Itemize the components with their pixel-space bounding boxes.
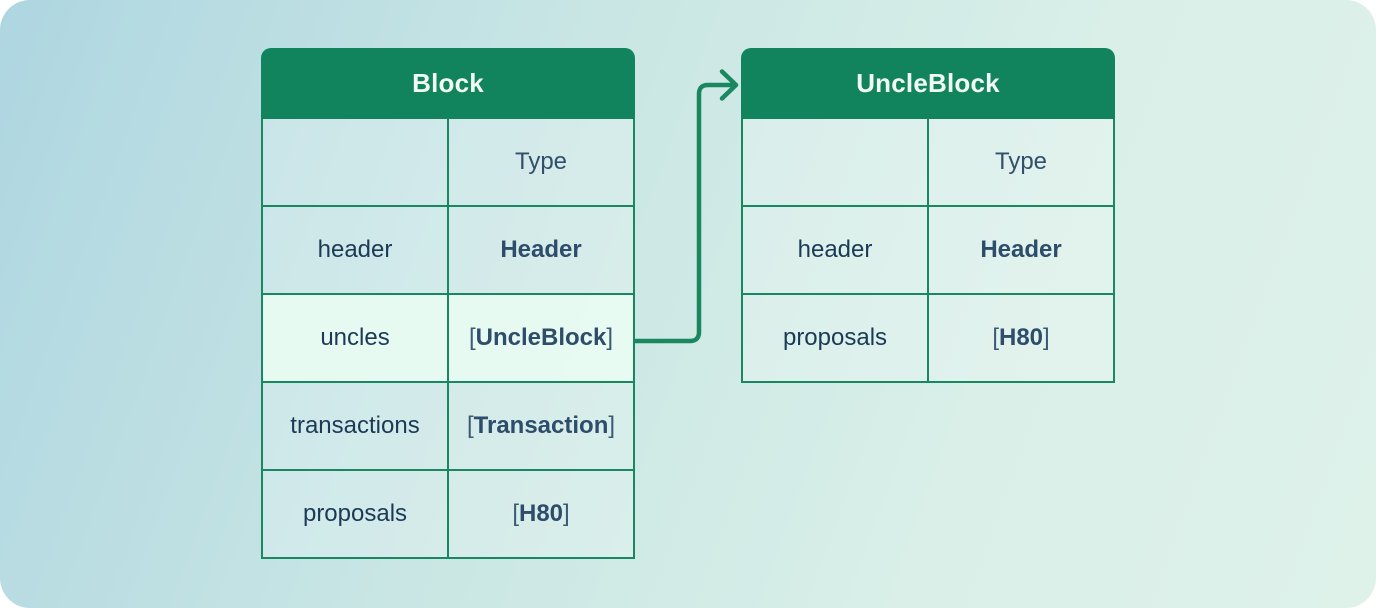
field-type: Header — [449, 207, 633, 293]
bracket-open: [ — [468, 324, 476, 351]
table-row: proposals [H80] — [263, 469, 633, 557]
type-name: Header — [500, 236, 582, 263]
table-uncleblock: UncleBlock Type header Header proposals … — [741, 48, 1115, 383]
field-name: proposals — [743, 295, 929, 381]
type-column-header: Type — [514, 148, 568, 175]
table-row: proposals [H80] — [743, 293, 1113, 381]
field-name: transactions — [263, 383, 449, 469]
table-row: header Header — [263, 205, 633, 293]
arrow-line — [634, 82, 734, 344]
table-uncleblock-title: UncleBlock — [741, 48, 1115, 119]
table-row: transactions [Transaction] — [263, 381, 633, 469]
table-row: Type — [263, 119, 633, 205]
field-type: [UncleBlock] — [449, 295, 633, 381]
type-name: UncleBlock — [475, 324, 607, 351]
type-row-empty-cell — [263, 119, 449, 205]
type-name: H80 — [518, 500, 564, 527]
bracket-close: ] — [1043, 324, 1050, 351]
field-type: Header — [929, 207, 1113, 293]
field-type: [H80] — [929, 295, 1113, 381]
type-row-empty-cell — [743, 119, 929, 205]
field-name: header — [743, 207, 929, 293]
table-row: Type — [743, 119, 1113, 205]
bracket-open: [ — [466, 412, 474, 439]
field-name: header — [263, 207, 449, 293]
type-name: Transaction — [473, 412, 609, 439]
bracket-open: [ — [992, 324, 999, 351]
bracket-close: ] — [608, 412, 616, 439]
table-block: Block Type header Header uncles [UncleBl… — [261, 48, 635, 559]
bracket-open: [ — [512, 500, 519, 527]
bracket-close: ] — [606, 324, 614, 351]
type-column-header: Type — [994, 148, 1048, 175]
table-uncleblock-body: Type header Header proposals [H80] — [741, 119, 1115, 383]
field-name: proposals — [263, 471, 449, 557]
field-type: [Transaction] — [449, 383, 633, 469]
arrow-head-icon — [719, 69, 739, 101]
table-row: header Header — [743, 205, 1113, 293]
field-name: uncles — [263, 295, 449, 381]
bracket-close: ] — [563, 500, 570, 527]
table-block-body: Type header Header uncles [UncleBlock] t… — [261, 119, 635, 559]
type-name: H80 — [998, 324, 1044, 351]
table-row-uncles-highlighted: uncles [UncleBlock] — [263, 293, 633, 381]
field-type: [H80] — [449, 471, 633, 557]
table-block-title: Block — [261, 48, 635, 119]
type-name: Header — [980, 236, 1062, 263]
